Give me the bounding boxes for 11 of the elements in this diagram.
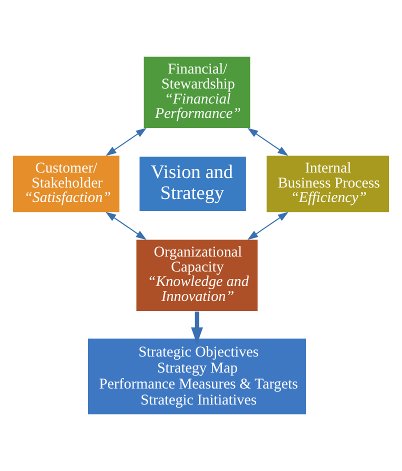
arrow <box>247 128 288 156</box>
node-box: Customer/ Stakeholder “Satisfaction” <box>12 154 120 214</box>
node-box: Internal Business Process “Efficiency” <box>266 154 390 214</box>
arrow <box>191 312 203 344</box>
arrow <box>106 212 147 240</box>
node-box: Financial/ Stewardship “Financial Performance” <box>142 56 252 130</box>
node-box: Organizational Capacity “Knowledge and Innovation” <box>135 238 259 312</box>
node-box: Vision and Strategy <box>138 156 247 212</box>
node-box: Strategic Objectives Strategy Map Performance Measures & Targets Strategic Initiatives <box>86 338 308 416</box>
arrow <box>106 128 147 156</box>
arrow <box>247 212 288 240</box>
